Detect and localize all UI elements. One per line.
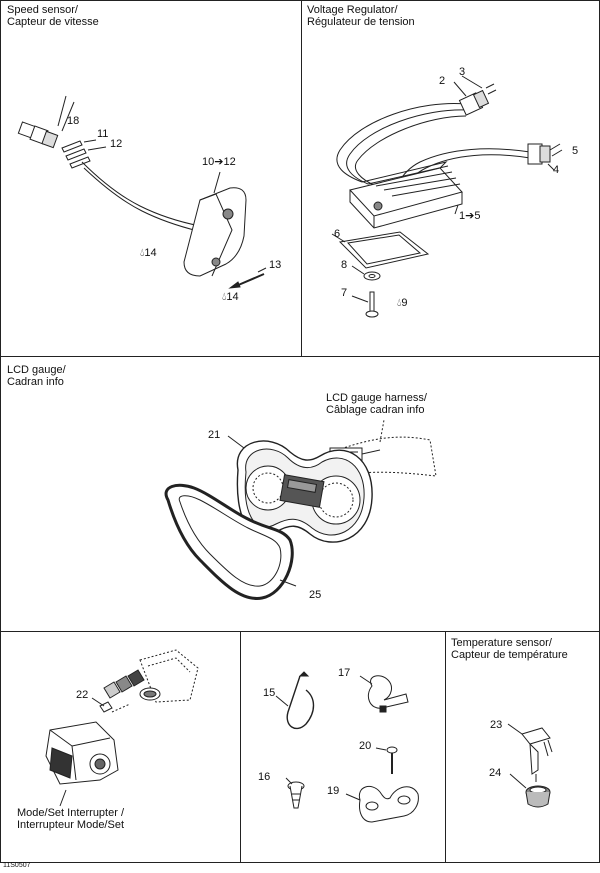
double-clamp-19 xyxy=(345,785,419,823)
lcd-gauge-title: LCD gauge/ Cadran info xyxy=(7,364,66,388)
callout-15: 15 xyxy=(263,687,276,699)
callout-14-upper-number: 14 xyxy=(144,247,157,259)
callout-1-5: 1➔5 xyxy=(459,210,481,222)
lcd-gauge-title-line2: Cadran info xyxy=(7,376,64,388)
lcd-gauge-harness-label: LCD gauge harness/ Câblage cadran info xyxy=(326,392,427,416)
regulator-connector-2 xyxy=(453,75,497,116)
callout-24: 24 xyxy=(489,767,502,779)
speed-sensor-screw xyxy=(228,267,267,289)
callout-2: 2 xyxy=(439,75,446,87)
speed-sensor-body xyxy=(183,171,247,277)
speed-sensor-title-line2: Capteur de vitesse xyxy=(7,16,99,28)
callout-8: 8 xyxy=(341,259,348,271)
lcd-gauge-gasket xyxy=(164,483,297,600)
temperature-sensor-title: Temperature sensor/ Capteur de températu… xyxy=(451,637,568,661)
mode-set-label-line2: Interrupteur Mode/Set xyxy=(17,819,125,831)
callout-11: 11 xyxy=(97,128,109,140)
voltage-regulator-title-line1: Voltage Regulator/ xyxy=(307,4,398,16)
callout-9-number: 9 xyxy=(401,297,408,309)
mode-set-label: Mode/Set Interrupter / Interrupteur Mode… xyxy=(17,807,124,831)
lcd-gauge-housing xyxy=(227,435,373,543)
callout-4: 4 xyxy=(553,164,560,176)
callout-14-lower: 💧︎14 xyxy=(222,291,239,303)
regulator-body xyxy=(349,161,463,229)
regulator-washer xyxy=(351,265,381,281)
temperature-sensor-body xyxy=(507,723,553,782)
speed-sensor-wire xyxy=(81,161,201,232)
callout-18: 18 xyxy=(67,115,80,127)
mode-set-buttons xyxy=(91,669,161,713)
temperature-sensor-title-line1: Temperature sensor/ xyxy=(451,637,552,649)
callout-23: 23 xyxy=(490,719,503,731)
lcd-gauge-harness-label-line1: LCD gauge harness/ xyxy=(326,392,427,404)
p-clamp-17 xyxy=(359,675,409,713)
drop-icon: 💧︎ xyxy=(140,247,145,259)
regulator-connector-4 xyxy=(527,143,563,171)
callout-19: 19 xyxy=(327,785,340,797)
callout-14-upper: 💧︎14 xyxy=(140,247,157,259)
callout-14-lower-number: 14 xyxy=(226,291,239,303)
drop-icon: 💧︎ xyxy=(397,297,402,309)
callout-17: 17 xyxy=(338,667,351,679)
callout-25: 25 xyxy=(309,589,322,601)
temperature-sensor-grommet xyxy=(509,773,551,808)
callout-20: 20 xyxy=(359,740,372,752)
speed-sensor-title-line1: Speed sensor/ xyxy=(7,4,78,16)
callout-12: 12 xyxy=(110,138,123,150)
callout-6: 6 xyxy=(334,228,341,240)
screw-20 xyxy=(375,746,398,774)
voltage-regulator-title: Voltage Regulator/ Régulateur de tension xyxy=(307,4,415,28)
mode-set-label-line1: Mode/Set Interrupter / xyxy=(17,807,124,819)
document-id: 11S0507 xyxy=(3,862,31,869)
callout-16: 16 xyxy=(258,771,271,783)
lcd-gauge-title-line1: LCD gauge/ xyxy=(7,364,66,376)
regulator-gasket xyxy=(331,231,430,269)
callout-9: 💧︎9 xyxy=(397,297,408,309)
callout-7: 7 xyxy=(341,287,348,299)
callout-21: 21 xyxy=(208,429,221,441)
callout-22: 22 xyxy=(76,689,89,701)
screw-16 xyxy=(285,777,305,809)
lcd-gauge-harness-label-line2: Câblage cadran info xyxy=(326,404,425,416)
mode-set-housing xyxy=(45,721,119,807)
cable-tie xyxy=(275,671,315,730)
speed-sensor-title: Speed sensor/ Capteur de vitesse xyxy=(7,4,99,28)
regulator-screw xyxy=(351,291,379,318)
speed-sensor-terminals xyxy=(61,139,107,169)
temperature-sensor-title-line2: Capteur de température xyxy=(451,649,568,661)
voltage-regulator-title-line2: Régulateur de tension xyxy=(307,16,415,28)
callout-10-12: 10➔12 xyxy=(202,156,236,168)
speed-sensor-connector xyxy=(17,95,75,149)
callout-13: 13 xyxy=(269,259,282,271)
callout-5: 5 xyxy=(572,145,579,157)
drop-icon: 💧︎ xyxy=(222,291,227,303)
callout-3: 3 xyxy=(459,66,466,78)
lcd-gauge-harness xyxy=(325,419,437,477)
